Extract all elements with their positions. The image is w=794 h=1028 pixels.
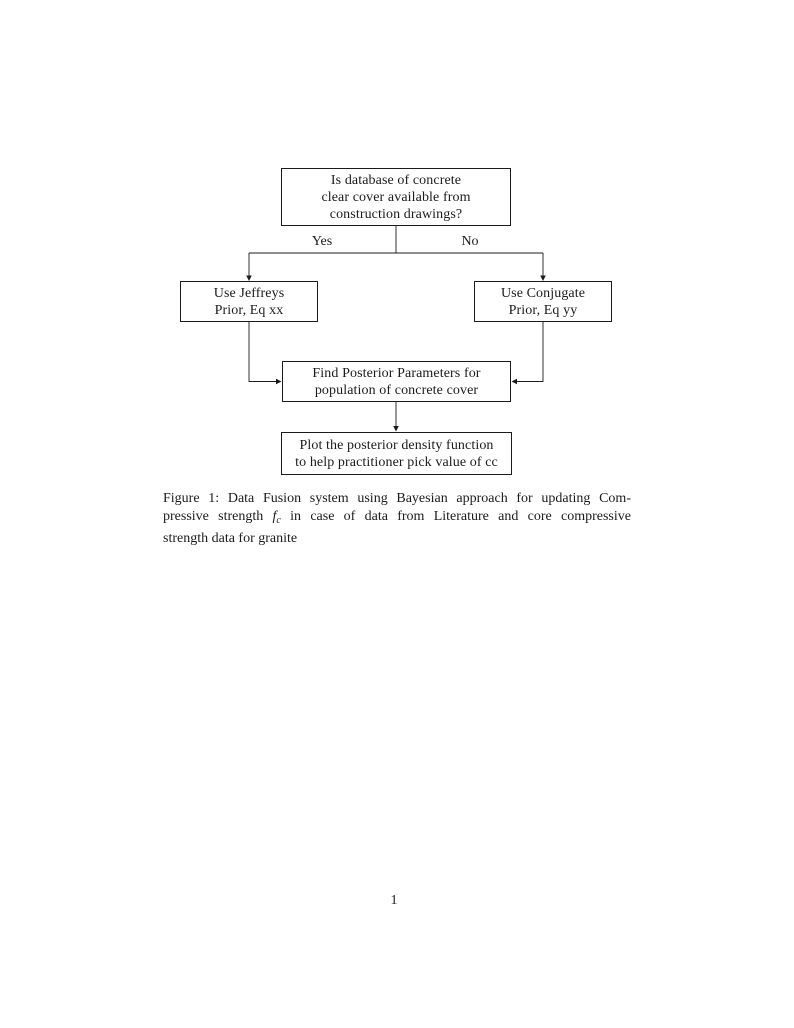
caption-text: in case of data from Literature and core… <box>280 509 631 524</box>
node-line: Use Conjugate <box>500 285 586 301</box>
node-line: Use Jeffreys <box>213 285 285 301</box>
node-line: clear cover available from <box>321 189 471 205</box>
node-line: to help practitioner pick value of cc <box>295 454 498 470</box>
flowchart-node-conjugate-prior: Use Conjugate Prior, Eq yy <box>474 281 612 322</box>
caption-line-1: Figure 1: Data Fusion system using Bayes… <box>163 490 631 508</box>
page-number: 1 <box>390 893 398 908</box>
node-line: Find Posterior Parameters for <box>312 365 481 381</box>
caption-text: Figure 1: Data Fusion system using Bayes… <box>163 491 631 506</box>
figure-caption: Figure 1: Data Fusion system using Bayes… <box>163 490 631 548</box>
math-fc-variable: f <box>272 509 277 524</box>
node-line: Is database of concrete <box>330 172 462 188</box>
node-line: Prior, Eq xx <box>214 302 284 318</box>
flowchart-node-posterior-parameters: Find Posterior Parameters for population… <box>282 361 511 402</box>
edge-label-no: No <box>461 234 479 249</box>
node-line: Prior, Eq yy <box>508 302 578 318</box>
math-fc-subscript: c <box>276 515 281 526</box>
caption-text: pressive strength <box>163 509 273 524</box>
edge-label-yes: Yes <box>311 234 333 249</box>
node-line: population of concrete cover <box>314 382 479 398</box>
caption-line-2: pressive strength fc in case of data fro… <box>163 508 631 530</box>
caption-line-3: strength data for granite <box>163 530 631 548</box>
node-line: construction drawings? <box>329 206 463 222</box>
caption-text: strength data for granite <box>163 531 298 546</box>
flowchart-node-plot-density: Plot the posterior density function to h… <box>281 432 512 475</box>
node-line: Plot the posterior density function <box>299 437 494 453</box>
flowchart-node-question: Is database of concrete clear cover avai… <box>281 168 511 226</box>
flowchart-node-jeffreys-prior: Use Jeffreys Prior, Eq xx <box>180 281 318 322</box>
